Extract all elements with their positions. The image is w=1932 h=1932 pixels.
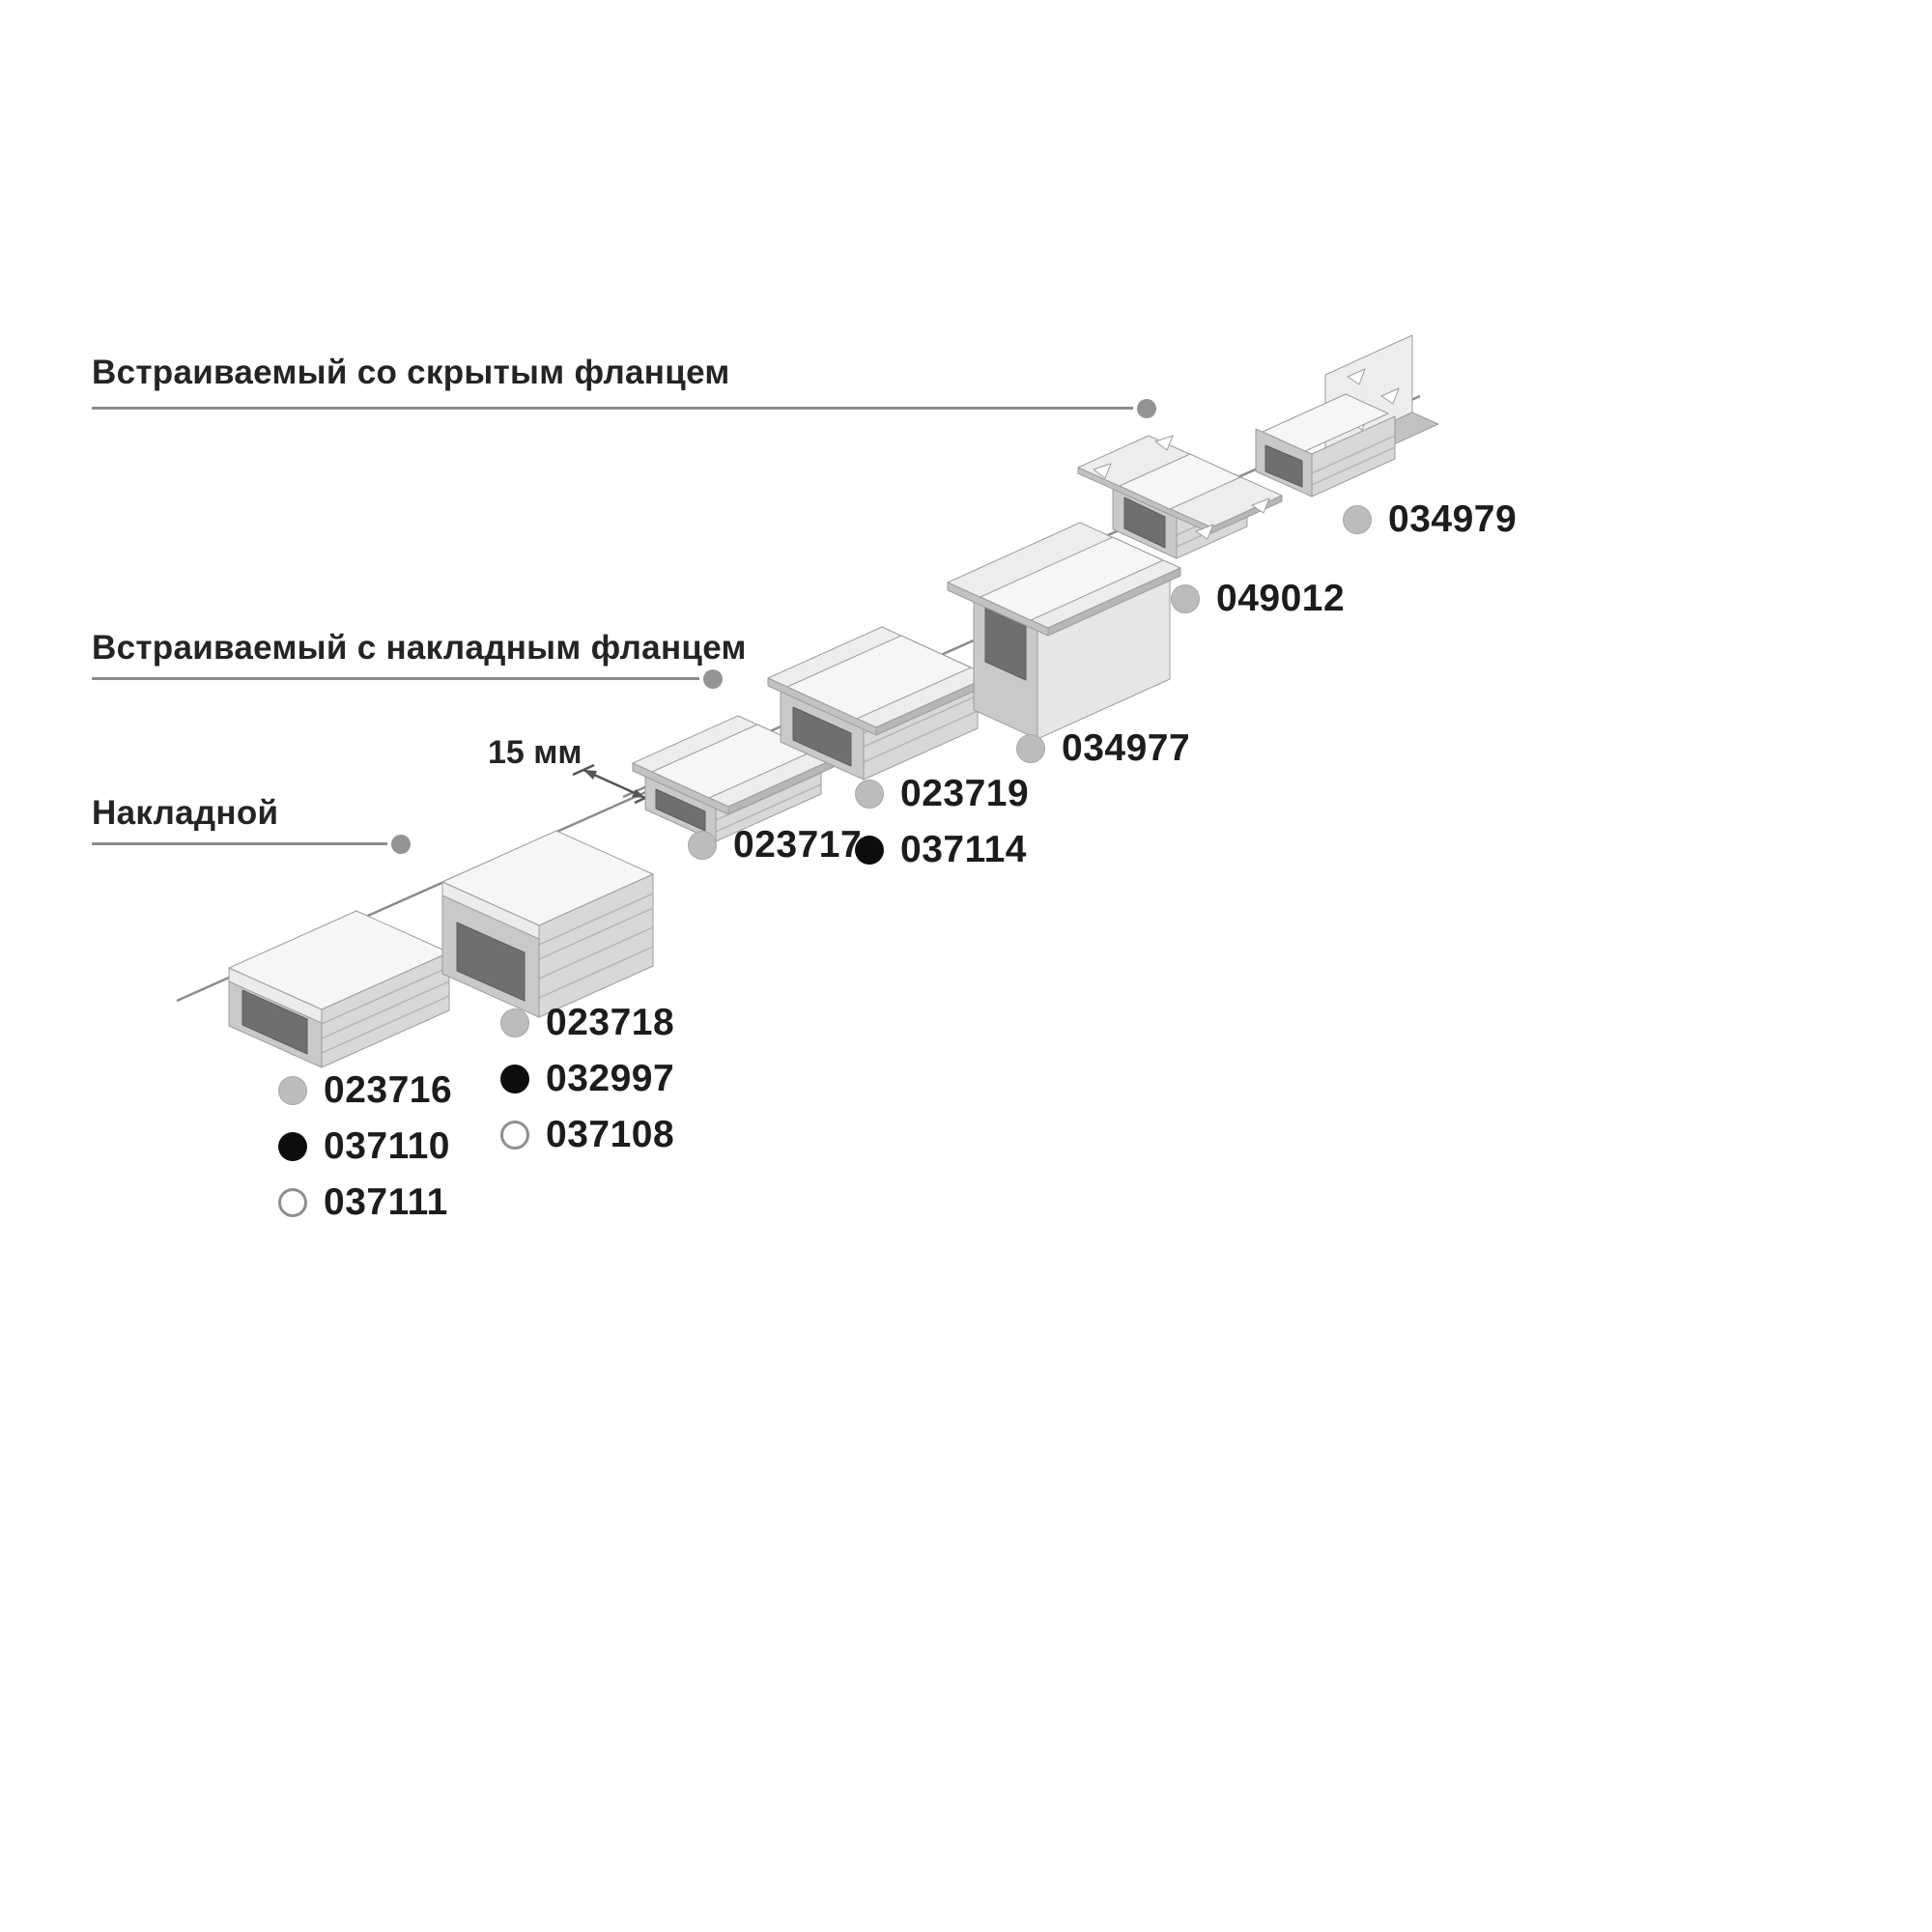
code-row: 037108 [500,1107,674,1163]
code-group-recessed-slim: 023717 [688,817,862,873]
product-code: 034979 [1388,498,1518,540]
product-code: 037110 [324,1125,450,1167]
profile-top-cover [786,635,972,720]
variant-dot [500,1065,529,1094]
product-code: 034977 [1062,727,1191,769]
variant-dot [1343,505,1372,534]
code-row: 023716 [278,1063,452,1119]
code-row: 023719 [855,766,1029,822]
profile-top-cover [1262,393,1389,452]
product-code: 023718 [546,1002,675,1043]
profile-recessed-medium [767,626,991,781]
code-group-recessed-deep: 034977 [1016,721,1190,777]
code-row: 023717 [688,817,862,873]
channel-opening [1264,444,1303,488]
channel-opening [1123,497,1166,549]
profile-surface-high [441,830,654,1018]
profile-hidden-flange-corner [1255,334,1439,497]
leader-end-dot [391,834,411,854]
product-code: 049012 [1216,578,1346,619]
category-leader-hidden-flange [92,398,1156,418]
variant-dot [278,1188,307,1217]
profile-top-cover [1119,453,1241,510]
code-row: 037110 [278,1119,452,1175]
mounting-holes [1093,435,1270,540]
product-code: 037108 [546,1114,675,1155]
variant-dot [500,1009,529,1037]
code-group-surface-high: 023718 032997 037108 [500,995,674,1163]
profile-hidden-flange [1077,435,1283,559]
product-code: 032997 [546,1058,675,1099]
channel-opening [792,706,852,767]
variant-dot [688,831,717,860]
code-row: 037111 [278,1175,452,1231]
variant-dot [1016,734,1045,763]
product-code: 037111 [324,1181,448,1223]
channel-opening [456,922,526,1002]
variant-dot [278,1076,307,1105]
channel-opening [242,989,308,1055]
flange-edge [727,758,835,815]
code-group-hidden-flange: 049012 [1171,571,1345,627]
variant-dot [278,1132,307,1161]
variant-dot [1171,584,1200,613]
code-row: 049012 [1171,571,1345,627]
category-leader-surface-flange [92,668,723,689]
flange-edge [1047,567,1181,637]
leader-end-dot [1137,398,1156,418]
variant-dot [855,836,884,865]
code-row: 037114 [855,822,1029,878]
product-code: 023719 [900,773,1030,814]
profile-top-cover [980,536,1164,621]
code-row: 034979 [1343,492,1517,548]
profile-surface-wide [228,910,450,1068]
dimension-label: 15 мм [488,734,582,771]
code-row: 023718 [500,995,674,1051]
code-group-recessed-medium: 023719 037114 [855,766,1029,878]
product-code: 037114 [900,829,1027,870]
code-row: 032997 [500,1051,674,1107]
variant-dot [500,1121,529,1150]
code-group-hidden-flange-corner: 034979 [1343,492,1517,548]
channel-opening [655,788,706,832]
profile-recessed-deep [947,522,1181,740]
category-label-surface-flange: Встраиваемый с накладным фланцем [92,629,747,667]
category-leader-surface [92,834,411,854]
cover-edge [441,881,540,940]
code-row: 034977 [1016,721,1190,777]
category-label-hidden-flange: Встраиваемый со скрытым фланцем [92,354,730,391]
product-code: 023716 [324,1069,453,1111]
category-label-surface: Накладной [92,794,279,832]
product-code: 023717 [733,824,863,866]
cover-edge [228,967,323,1024]
code-group-surface-wide: 023716 037110 037111 [278,1063,452,1231]
variant-dot [855,780,884,809]
leader-end-dot [703,668,723,689]
